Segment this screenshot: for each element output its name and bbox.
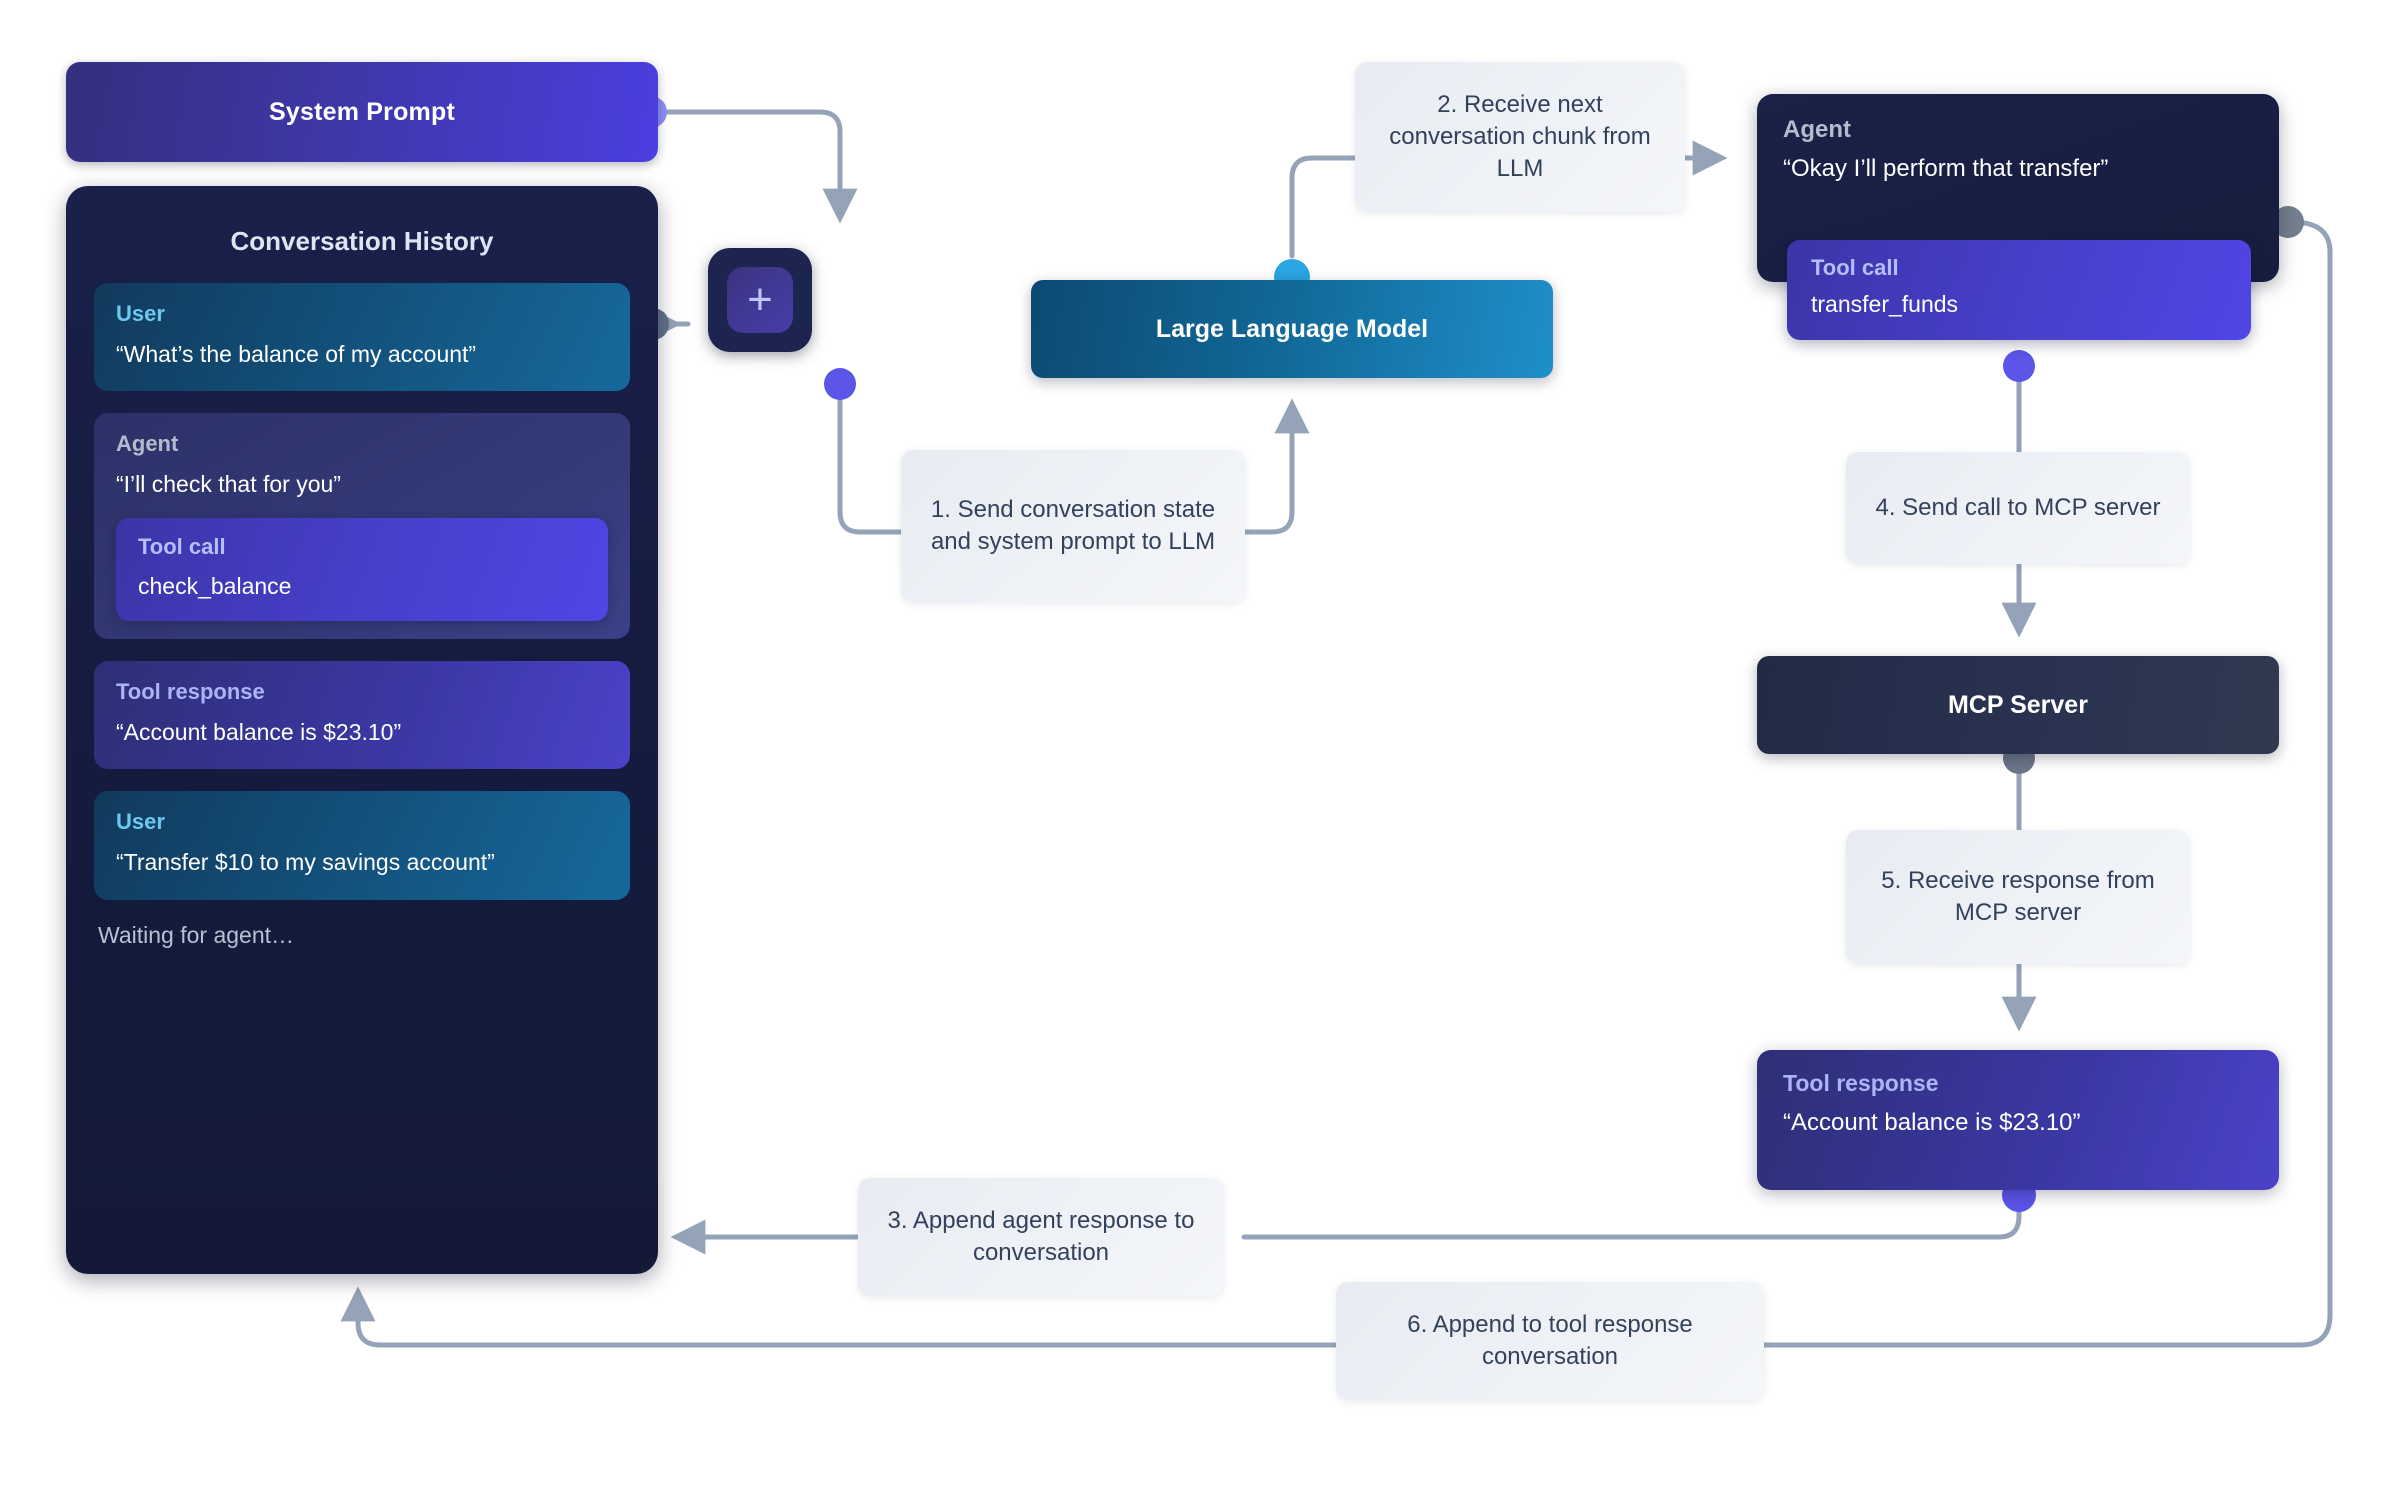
llm-node[interactable]: Large Language Model [1031,280,1553,378]
agent-text: “Okay I’ll perform that transfer” [1783,155,2109,182]
conversation-history-panel[interactable]: Conversation History User “What’s the ba… [66,186,658,1274]
agent-role: Agent [1783,116,1851,143]
edge-step6-to-conversation [340,1286,1339,1348]
message-role: Tool response [116,679,265,705]
step-callout-5: 5. Receive response from MCP server [1846,830,2190,964]
step-callout-2: 2. Receive next conversation chunk from … [1355,62,1685,212]
tool-call-card[interactable]: Tool call check_balance [116,517,608,622]
plus-icon: + [727,267,793,333]
conversation-status: Waiting for agent… [98,921,295,948]
edge-agent-to-step6-right [1761,219,2333,1348]
edge-sysprompt-to-merge [657,109,858,224]
system-prompt-title: System Prompt [269,97,455,126]
message-user-2[interactable]: User “Transfer $10 to my savings account… [94,791,630,900]
tool-call-name: transfer_funds [1811,291,1959,317]
plus-glyph: + [747,275,773,324]
step-callout-1: 1. Send conversation state and system pr… [901,450,1245,602]
message-text: “What’s the balance of my account” [116,341,477,367]
message-user-1[interactable]: User “What’s the balance of my account” [94,283,630,392]
step-callout-3: 3. Append agent response to conversation [858,1178,1224,1296]
edge-step1-to-llm [1242,398,1310,535]
edge-llm-to-step2 [1289,155,1358,259]
agent-tool-call-card[interactable]: Tool call transfer_funds [1787,240,2251,340]
tool-call-name: check_balance [138,572,292,599]
tool-call-label: Tool call [138,533,226,559]
conversation-history-title: Conversation History [230,226,494,256]
step-callout-4: 4. Send call to MCP server [1846,452,2190,564]
tool-response-label: Tool response [1783,1070,1939,1096]
message-agent-1[interactable]: Agent “I’ll check that for you” Tool cal… [94,413,630,640]
message-role: User [116,809,165,835]
mcp-server-title: MCP Server [1948,690,2088,719]
tool-response-node[interactable]: Tool response “Account balance is $23.10… [1757,1050,2279,1190]
message-text: “I’ll check that for you” [116,471,341,498]
tool-call-label: Tool call [1811,255,1899,280]
step-callout-6: 6. Append to tool response conversation [1336,1282,1764,1400]
connector-dot-toolcall [2003,350,2035,382]
connector-dot-agent [2272,206,2304,238]
tool-response-text: “Account balance is $23.10” [1783,1109,2081,1136]
message-text: “Transfer $10 to my savings account” [116,849,495,876]
merge-node[interactable]: + [708,248,812,352]
message-role: User [116,301,165,326]
message-text: “Account balance is $23.10” [116,719,402,746]
message-role: Agent [116,431,179,457]
connector-dot-merge [824,368,856,400]
system-prompt-node[interactable]: System Prompt [66,62,658,162]
message-tool-response-1[interactable]: Tool response “Account balance is $23.10… [94,661,630,770]
edge-toolresp-to-step3-right [1241,1201,2022,1240]
edge-merge-to-step1-left [837,389,904,535]
mcp-server-node[interactable]: MCP Server [1757,656,2279,754]
llm-title: Large Language Model [1155,314,1429,343]
